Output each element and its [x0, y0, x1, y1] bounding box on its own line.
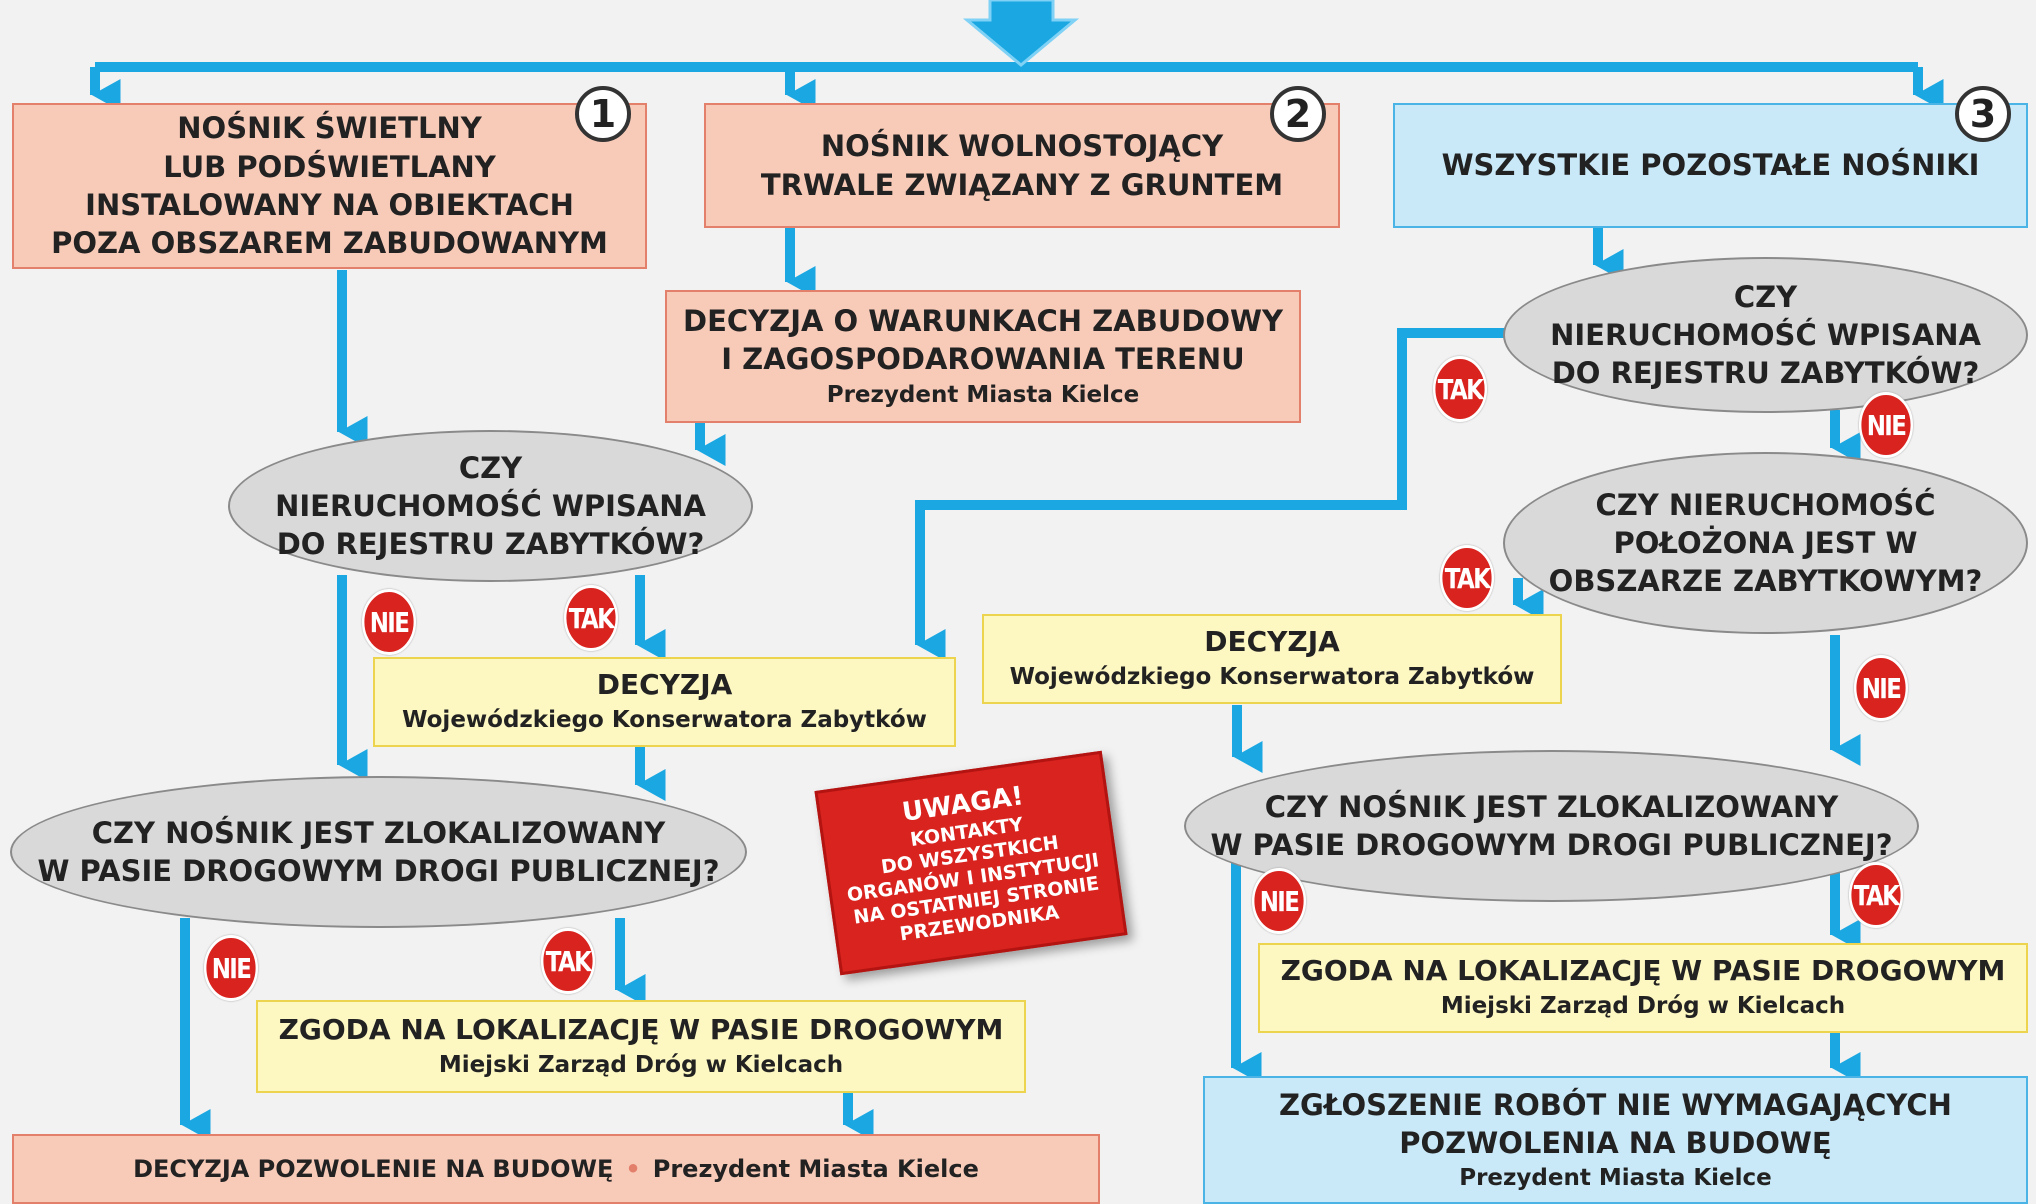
- carrier-1-number: 1: [575, 86, 631, 142]
- badge-yes-road-right: TAK: [1848, 862, 1904, 928]
- works-notification-line-1: ZGŁOSZENIE ROBÓT NIE WYMAGAJĄCYCH: [1279, 1087, 1952, 1122]
- question-heritage-area-line-2: POŁOŻONA JEST W: [1613, 525, 1918, 560]
- heritage-decision-right: DECYZJA Wojewódzkiego Konserwatora Zabyt…: [982, 614, 1562, 704]
- question-road-right-line-2: W PASIE DROGOWYM DROGI PUBLICZNEJ?: [1210, 828, 1893, 862]
- carrier-1-line-1: NOŚNIK ŚWIETLNY: [177, 111, 482, 146]
- building-permit-authority: Prezydent Miasta Kielce: [652, 1155, 979, 1183]
- badge-yes-heritage-area: TAK: [1439, 545, 1495, 611]
- question-road-left: CZY NOŚNIK JEST ZLOKALIZOWANY W PASIE DR…: [10, 776, 747, 928]
- badge-no-road-left: NIE: [203, 935, 259, 1001]
- zoning-decision-authority: Prezydent Miasta Kielce: [826, 381, 1140, 408]
- question-road-left-line-1: CZY NOŚNIK JEST ZLOKALIZOWANY: [91, 815, 666, 850]
- carrier-2-number: 2: [1270, 86, 1326, 142]
- question-register-right-line-1: CZY: [1733, 279, 1798, 314]
- carrier-2-line-1: NOŚNIK WOLNOSTOJĄCY: [820, 129, 1224, 164]
- heritage-decision-right-authority: Wojewódzkiego Konserwatora Zabytków: [1009, 664, 1535, 691]
- carrier-1-line-3: INSTALOWANY NA OBIEKTACH: [85, 188, 574, 222]
- carrier-3-box: WSZYSTKIE POZOSTAŁE NOŚNIKI: [1393, 103, 2028, 228]
- zoning-decision-line-2: I ZAGOSPODAROWANIA TERENU: [721, 342, 1245, 377]
- building-permit-title: DECYZJA POZWOLENIE NA BUDOWĘ: [133, 1155, 614, 1183]
- arrow-yes-to-wkz-left: [915, 328, 1507, 662]
- carrier-2-line-2: TRWALE ZWIĄZANY Z GRUNTEM: [760, 167, 1284, 202]
- badge-yes-register-right: TAK: [1432, 356, 1488, 422]
- badge-no-register-left: NIE: [361, 589, 417, 655]
- heritage-decision-left-authority: Wojewódzkiego Konserwatora Zabytków: [402, 707, 927, 734]
- question-register-left-line-3: DO REJESTRU ZABYTKÓW?: [276, 527, 705, 562]
- carrier-2-box: NOŚNIK WOLNOSTOJĄCY TRWALE ZWIĄZANY Z GR…: [704, 103, 1340, 228]
- badge-yes-register-left: TAK: [563, 585, 619, 651]
- heritage-decision-left-title: DECYZJA: [596, 668, 733, 702]
- question-register-left-line-2: NIERUCHOMOŚĆ WPISANA: [275, 488, 706, 523]
- road-consent-left-title: ZGODA NA LOKALIZACJĘ W PASIE DROGOWYM: [278, 1012, 1004, 1046]
- question-register-right: CZY NIERUCHOMOŚĆ WPISANA DO REJESTRU ZAB…: [1503, 257, 2028, 413]
- heritage-decision-left: DECYZJA Wojewódzkiego Konserwatora Zabyt…: [373, 657, 956, 747]
- question-register-right-line-2: NIERUCHOMOŚĆ WPISANA: [1550, 317, 1981, 352]
- question-road-left-line-2: W PASIE DROGOWYM DROGI PUBLICZNEJ?: [37, 854, 720, 888]
- works-notification-authority: Prezydent Miasta Kielce: [1459, 1165, 1772, 1192]
- question-heritage-area-line-3: OBSZARZE ZABYTKOWYM?: [1548, 564, 1983, 599]
- question-heritage-area-line-1: CZY NIERUCHOMOŚĆ: [1595, 487, 1936, 522]
- road-consent-right-title: ZGODA NA LOKALIZACJĘ W PASIE DROGOWYM: [1280, 954, 2006, 988]
- road-consent-right: ZGODA NA LOKALIZACJĘ W PASIE DROGOWYM Mi…: [1258, 943, 2028, 1033]
- heritage-decision-right-title: DECYZJA: [1204, 625, 1340, 659]
- zoning-decision-line-1: DECYZJA O WARUNKACH ZABUDOWY: [683, 304, 1283, 339]
- question-heritage-area: CZY NIERUCHOMOŚĆ POŁOŻONA JEST W OBSZARZ…: [1503, 452, 2028, 634]
- separator-dot: •: [625, 1155, 641, 1183]
- question-road-right: CZY NOŚNIK JEST ZLOKALIZOWANY W PASIE DR…: [1184, 750, 1919, 902]
- road-consent-right-authority: Miejski Zarząd Dróg w Kielcach: [1440, 993, 1846, 1020]
- badge-no-heritage-area: NIE: [1853, 655, 1909, 721]
- carrier-3-line-1: WSZYSTKIE POZOSTAŁE NOŚNIKI: [1441, 148, 1980, 183]
- badge-no-register-right: NIE: [1858, 392, 1914, 458]
- badge-yes-road-left: TAK: [540, 928, 596, 994]
- zoning-decision-box: DECYZJA O WARUNKACH ZABUDOWY I ZAGOSPODA…: [665, 290, 1301, 423]
- works-notification-box: ZGŁOSZENIE ROBÓT NIE WYMAGAJĄCYCH POZWOL…: [1203, 1076, 2028, 1204]
- badge-no-road-right: NIE: [1251, 868, 1307, 934]
- road-consent-left-authority: Miejski Zarząd Dróg w Kielcach: [438, 1051, 844, 1078]
- carrier-3-number: 3: [1955, 86, 2011, 142]
- carrier-1-line-2: LUB PODŚWIETLANY: [163, 149, 496, 184]
- carrier-1-box: NOŚNIK ŚWIETLNY LUB PODŚWIETLANY INSTALO…: [12, 103, 647, 269]
- question-register-left-line-1: CZY: [458, 450, 523, 485]
- works-notification-line-2: POZWOLENIA NA BUDOWĘ: [1399, 1125, 1832, 1160]
- building-permit-box: DECYZJA POZWOLENIE NA BUDOWĘ • Prezydent…: [12, 1134, 1100, 1204]
- carrier-1-line-4: POZA OBSZAREM ZABUDOWANYM: [51, 226, 608, 261]
- road-consent-left: ZGODA NA LOKALIZACJĘ W PASIE DROGOWYM Mi…: [256, 1000, 1026, 1093]
- main-entry-arrow: [962, 0, 1080, 67]
- question-register-left: CZY NIERUCHOMOŚĆ WPISANA DO REJESTRU ZAB…: [228, 430, 753, 582]
- question-road-right-line-1: CZY NOŚNIK JEST ZLOKALIZOWANY: [1264, 789, 1839, 824]
- question-register-right-line-3: DO REJESTRU ZABYTKÓW?: [1551, 356, 1980, 391]
